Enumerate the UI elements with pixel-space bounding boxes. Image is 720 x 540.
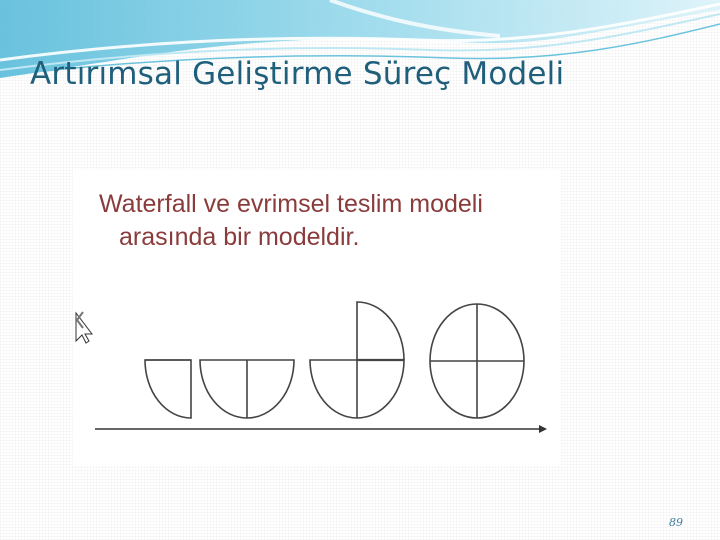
increment-2-shape xyxy=(199,359,295,419)
increment-3-shape xyxy=(309,301,405,419)
increment-4-shape xyxy=(429,303,525,419)
caption-line-1: Waterfall ve evrimsel teslim modeli xyxy=(99,190,483,218)
incremental-diagram xyxy=(75,301,547,433)
page-number: 89 xyxy=(669,516,683,529)
slide-title: Artırımsal Geliştirme Süreç Modeli xyxy=(30,56,565,92)
increment-1-shape xyxy=(144,359,192,419)
header-banner xyxy=(0,0,720,78)
cursor-icon xyxy=(75,311,94,344)
model-figure: Waterfall ve evrimsel teslim modeli aras… xyxy=(73,170,561,466)
figure-caption: Waterfall ve evrimsel teslim modeli aras… xyxy=(99,188,483,254)
caption-line-2: arasında bir modeldir. xyxy=(119,223,360,251)
time-axis-arrow xyxy=(95,425,547,433)
